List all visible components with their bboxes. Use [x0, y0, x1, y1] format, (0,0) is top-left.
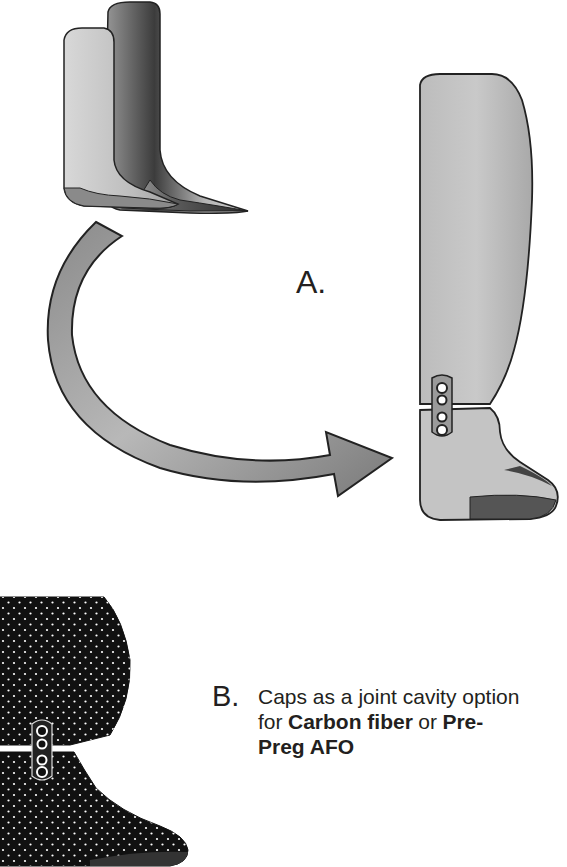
- shell-pair: [64, 2, 248, 213]
- curved-arrow: [48, 222, 392, 496]
- caption-note: Caps as a joint cavity option forCarbon …: [258, 684, 520, 760]
- note-emphasis: Carbon fiber: [288, 710, 413, 733]
- figure-letter: B.: [212, 680, 239, 713]
- figure-letter: A.: [296, 264, 326, 301]
- carbon-fiber-afo: [0, 597, 188, 866]
- note-text: or: [418, 710, 437, 733]
- articulated-afo: [420, 74, 558, 520]
